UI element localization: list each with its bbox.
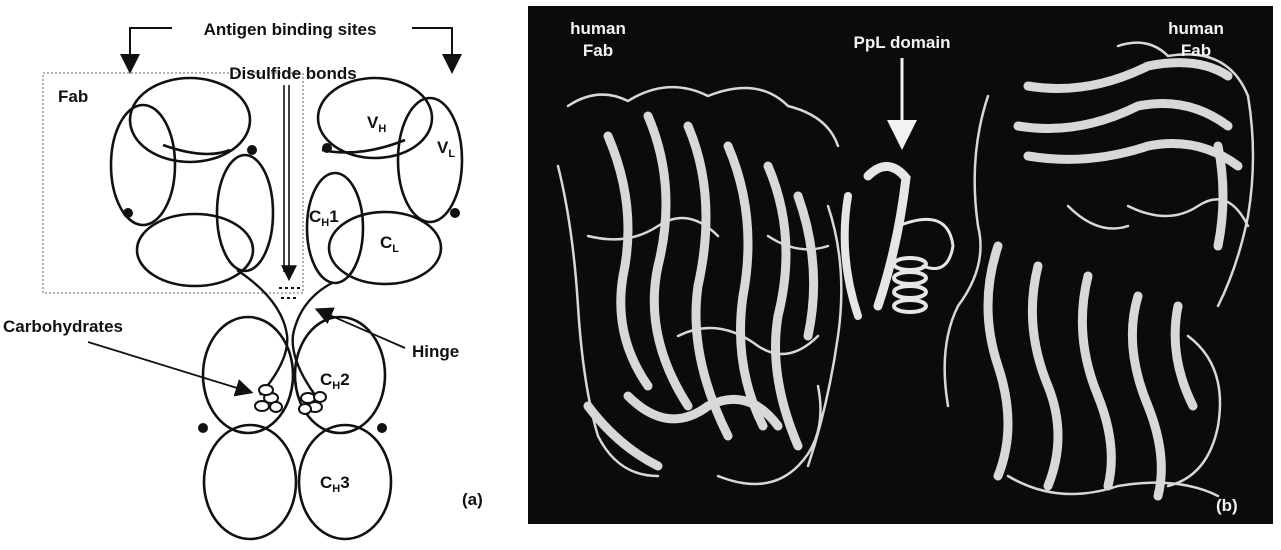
carbohydrates-arrow <box>87 341 254 397</box>
left-ch3-domain <box>202 423 298 541</box>
antigen-arrow-left <box>120 27 172 74</box>
right-disulfide-dot-lower <box>450 208 460 218</box>
right-vh-domain <box>316 76 434 160</box>
antibody-diagram: Antigen binding sites Disulfide bonds Fa… <box>3 20 483 541</box>
fc-disulfide-dot-right <box>377 423 387 433</box>
left-fab-label-line1: human <box>570 19 626 38</box>
carbohydrates-label: Carbohydrates <box>3 317 123 336</box>
left-ch2-domain <box>201 315 295 435</box>
right-fab-ribbon <box>943 41 1255 501</box>
left-vl-domain <box>109 103 177 227</box>
cl-label: CL <box>380 233 399 255</box>
right-fab-arm <box>305 76 464 286</box>
right-ch2-domain <box>293 315 387 435</box>
antigen-binding-sites-label: Antigen binding sites <box>204 20 377 39</box>
left-fab-connector <box>162 143 231 156</box>
right-fab-label-line2: Fab <box>1181 41 1211 60</box>
hinge-strand-left <box>236 269 289 396</box>
left-fab-ribbon <box>556 85 843 486</box>
hinge-strands <box>236 269 333 396</box>
fab-region-box <box>42 72 304 294</box>
panel-b-letter: (b) <box>1216 496 1238 515</box>
left-ch1-domain <box>215 153 275 273</box>
right-ch3-domain <box>297 423 393 541</box>
right-cl-domain <box>327 210 443 286</box>
ch3-label: CH3 <box>320 473 350 495</box>
left-cl-domain <box>135 212 255 288</box>
ppl-domain-label: PpL domain <box>854 33 951 52</box>
right-ch1-domain <box>305 171 365 285</box>
fc-region <box>201 315 393 541</box>
hinge-strand-right <box>291 281 333 396</box>
panel-b-crystal-structure: human Fab PpL domain human Fab (b) <box>528 6 1273 524</box>
hinge-label: Hinge <box>412 342 459 361</box>
ppl-domain-ribbon <box>840 162 955 320</box>
fab-label: Fab <box>58 87 88 106</box>
panel-a-letter: (a) <box>462 490 483 509</box>
vl-label: VL <box>437 138 455 160</box>
left-fab-label-line2: Fab <box>583 41 613 60</box>
carbohydrates-right <box>298 391 327 415</box>
carbohydrates-left <box>254 384 283 413</box>
hinge-arrow <box>314 307 406 349</box>
ch1-label: CH1 <box>309 207 339 229</box>
ribbon-structure-image: human Fab PpL domain human Fab (b) <box>528 6 1273 524</box>
ch2-label: CH2 <box>320 370 350 392</box>
left-fab-arm <box>109 76 275 288</box>
right-fab-label-line1: human <box>1168 19 1224 38</box>
disulfide-bonds-label: Disulfide bonds <box>229 64 357 83</box>
right-vl-domain <box>396 96 464 224</box>
left-disulfide-dot-upper <box>247 145 257 155</box>
antigen-arrow-right <box>412 27 462 74</box>
fc-disulfide-dot-left <box>198 423 208 433</box>
right-disulfide-dot-upper <box>322 143 332 153</box>
left-vh-domain <box>128 76 252 164</box>
panel-a-antibody-schematic: Antigen binding sites Disulfide bonds Fa… <box>0 0 520 545</box>
vh-label: VH <box>367 113 386 135</box>
left-disulfide-dot-lower <box>123 208 133 218</box>
